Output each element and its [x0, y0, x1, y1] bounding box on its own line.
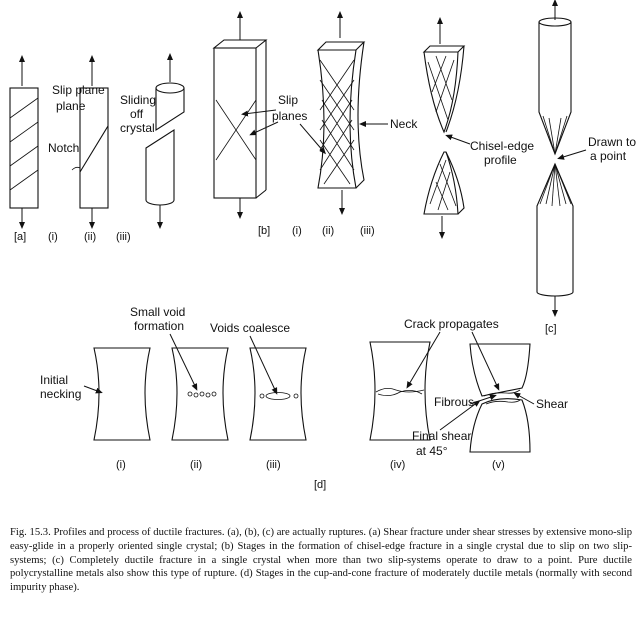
label-small-void: Small void [130, 305, 185, 319]
sublabel-d-ii: (ii) [190, 459, 202, 471]
sublabel-d: [d] [314, 479, 326, 491]
sublabel-b-i: (i) [292, 225, 302, 237]
ductile-fracture-figure: Slip plane plane Notch Sliding off cryst… [9, 0, 636, 491]
specimen-b-i [212, 11, 268, 219]
label-planes: planes [272, 109, 307, 123]
label-off: off [130, 107, 144, 121]
specimen-d-iv [369, 341, 431, 441]
label-slip: Slip [278, 93, 298, 107]
sublabel-d-iv: (iv) [390, 459, 405, 471]
figure-caption: Fig. 15.3. Profiles and process of ducti… [10, 527, 632, 594]
panel-c: Drawn to a point [c] [536, 0, 636, 335]
sublabel-c: [c] [545, 323, 557, 335]
label-a-point: a point [590, 149, 627, 163]
label-formation: formation [134, 319, 184, 333]
sublabel-b-ii: (ii) [322, 225, 334, 237]
specimen-b-iii [422, 17, 466, 239]
label-at-45: at 45° [416, 444, 448, 458]
panel-b: Slip planes Neck Chisel-edge profile [b]… [212, 11, 534, 239]
label-voids-coalesce: Voids coalesce [210, 321, 290, 335]
specimen-a-iii [145, 53, 185, 229]
sublabel-b-iii: (iii) [360, 225, 375, 237]
specimen-d-iii [249, 347, 307, 441]
label-sliding: Sliding [120, 93, 156, 107]
label-shear: Shear [536, 397, 568, 411]
sublabel-a-iii: (iii) [116, 231, 131, 243]
label-slip-plane-1: Slip plane [52, 83, 105, 97]
panel-a: Slip plane plane Notch Sliding off cryst… [9, 53, 185, 243]
specimen-a-i [9, 55, 39, 229]
sublabel-d-i: (i) [116, 459, 126, 471]
label-crystal: crystal [120, 121, 155, 135]
label-fibrous: Fibrous [434, 395, 474, 409]
label-chisel-edge: Chisel-edge [470, 139, 534, 153]
label-initial: Initial [40, 373, 68, 387]
label-final-shear: Final shear [412, 429, 471, 443]
specimen-b-ii [316, 11, 366, 215]
label-profile: profile [484, 153, 517, 167]
panel-d: Small void formation Voids coalesce Crac… [40, 305, 568, 491]
specimen-d-i [93, 347, 151, 441]
sublabel-d-v: (v) [492, 459, 505, 471]
specimen-d-ii [171, 347, 229, 441]
label-necking: necking [40, 387, 81, 401]
sublabel-d-iii: (iii) [266, 459, 281, 471]
sublabel-a-ii: (ii) [84, 231, 96, 243]
label-crack-propagates: Crack propagates [404, 317, 499, 331]
label-notch: Notch [48, 141, 79, 155]
specimen-a-ii [71, 55, 109, 229]
sublabel-a: [a] [14, 231, 26, 243]
label-drawn-to: Drawn to [588, 135, 636, 149]
specimen-d-v [469, 343, 531, 453]
label-neck: Neck [390, 117, 418, 131]
sublabel-a-i: (i) [48, 231, 58, 243]
sublabel-b: [b] [258, 225, 270, 237]
label-slip-plane-2: plane [56, 99, 86, 113]
